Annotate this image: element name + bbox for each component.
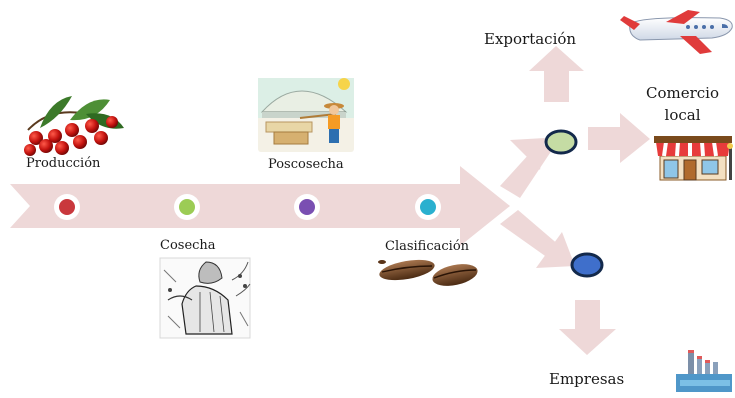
coffee-cherries-icon [24,96,124,156]
stage-dots [54,194,441,220]
node-empresas-branch [570,252,604,278]
label-comercio-line1: Comercio [646,84,720,102]
label-clasificacion: Clasificación [385,239,470,254]
label-empresas: Empresas [549,370,625,388]
label-poscosecha: Poscosecha [268,157,344,172]
factory-icon [676,350,732,392]
label-comercio-line2: local [664,106,701,124]
label-exportacion: Exportación [484,30,577,48]
airplane-icon [620,10,733,54]
branch-arrow-down [559,300,616,355]
label-comercio-local: Comercio local [646,82,719,126]
branch-arrow-lower-right [500,210,575,268]
label-cosecha: Cosecha [160,238,216,253]
branch-arrow-up [529,46,584,102]
main-timeline-arrow [10,166,510,246]
label-produccion: Producción [26,156,101,171]
coffee-picker-sketch-icon [159,257,251,339]
branch-arrow-upper-right [500,138,552,198]
storefront-icon [654,136,733,181]
branch-arrow-right [588,113,650,163]
node-export-branch [544,129,578,155]
farmer-drying-coffee-icon [258,78,354,152]
coffee-beans-icon [378,259,478,286]
